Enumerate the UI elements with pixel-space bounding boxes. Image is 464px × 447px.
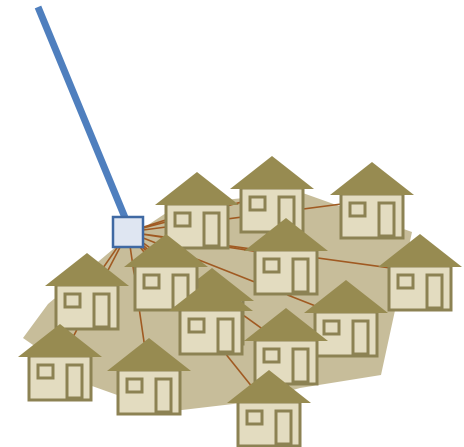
house-window	[65, 294, 80, 307]
house-window	[38, 365, 53, 378]
house-window	[398, 275, 413, 288]
house-window	[350, 203, 365, 216]
house-window	[144, 275, 159, 288]
house-window	[127, 379, 142, 392]
house-window	[324, 321, 339, 334]
house-window	[189, 319, 204, 332]
house-door	[94, 294, 109, 327]
hub-node-icon	[113, 217, 143, 247]
house-window	[247, 411, 262, 424]
house-window	[250, 197, 265, 210]
house-door	[353, 321, 368, 354]
house-door	[156, 379, 171, 412]
house-door	[293, 349, 308, 382]
house-door	[379, 203, 394, 236]
house-door	[427, 275, 442, 308]
house-door	[67, 365, 82, 398]
house-window	[175, 213, 190, 226]
house-window	[264, 259, 279, 272]
house-door	[204, 213, 219, 246]
house-window	[264, 349, 279, 362]
house-door	[276, 411, 291, 444]
house-door	[218, 319, 233, 352]
house-door	[293, 259, 308, 292]
